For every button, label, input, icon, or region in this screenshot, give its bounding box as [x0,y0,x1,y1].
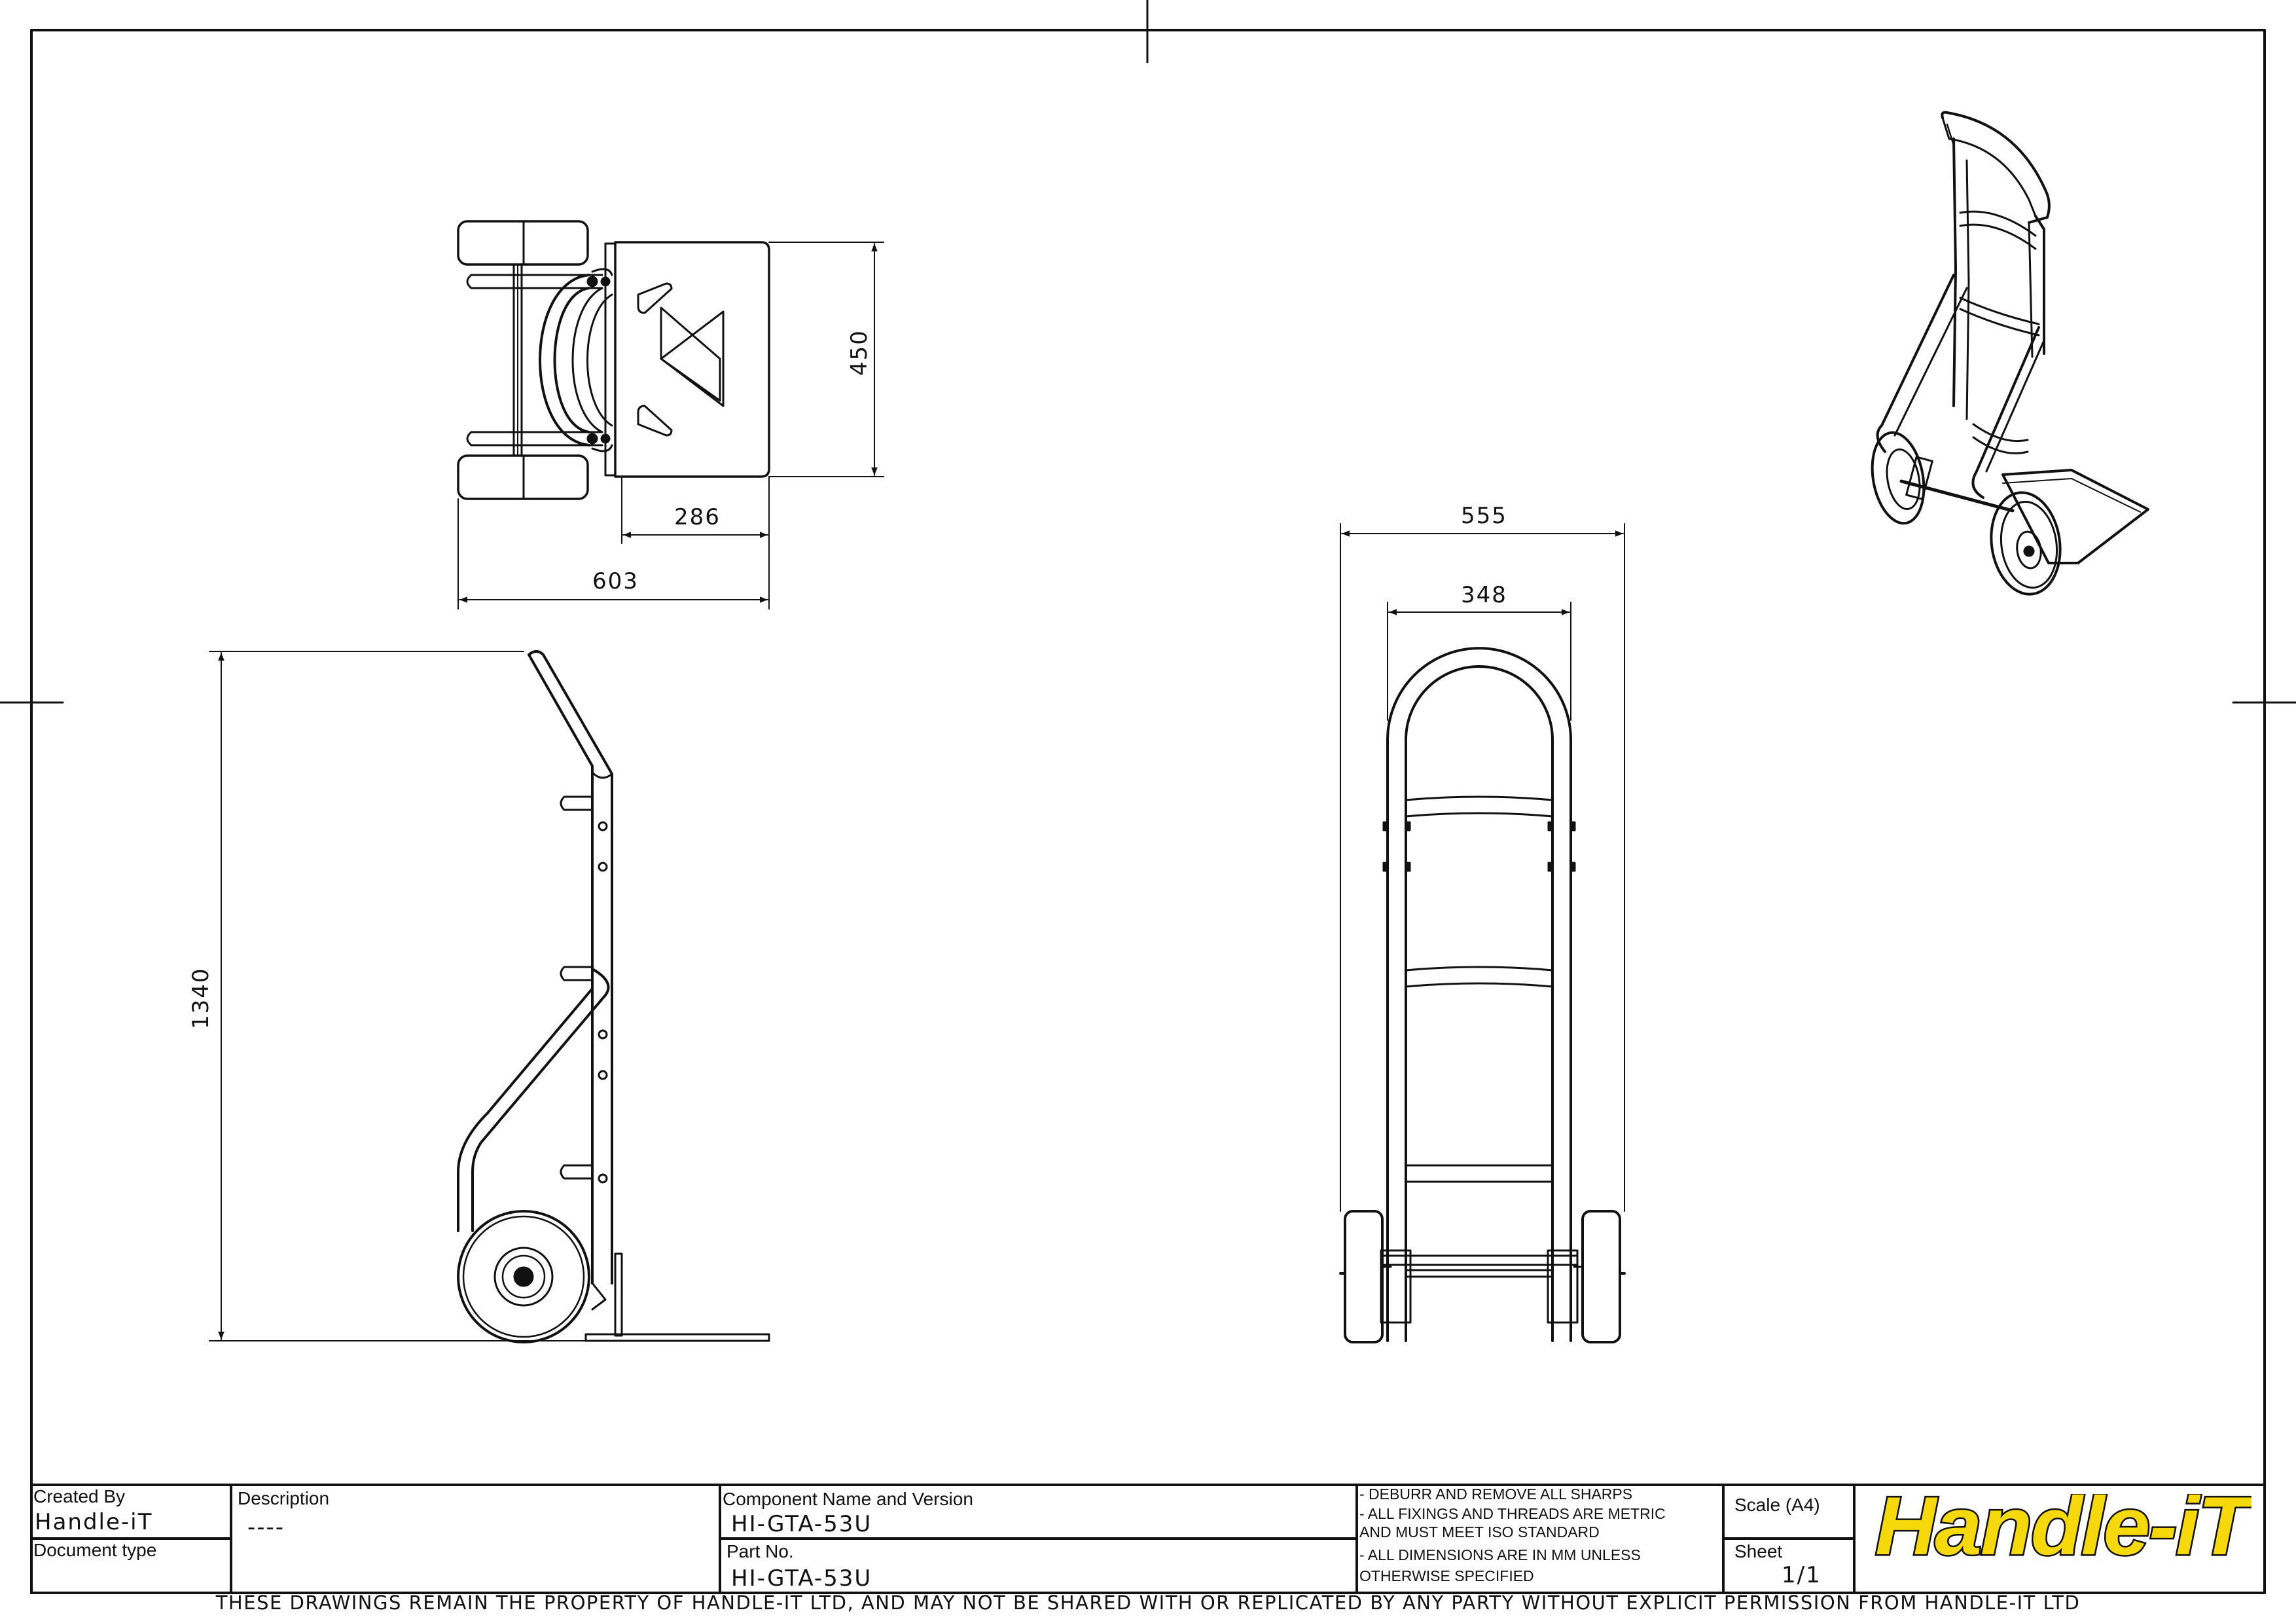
note-line-3: AND MUST MEET ISO STANDARD [1359,1523,1600,1541]
side-view-dimensions [209,651,586,1341]
front-view [1339,647,1626,1343]
dim-top-depth: 450 [846,329,872,376]
note-line-1: - DEBURR AND REMOVE ALL SHARPS [1359,1486,1633,1503]
logo-wordmark: Handle-iT [1875,1494,2251,1558]
isometric-view [1871,111,2149,596]
top-view [457,220,770,500]
ownership-footer: THESE DRAWINGS REMAIN THE PROPERTY OF HA… [215,1592,2081,1614]
component-label: Component Name and Version [723,1489,973,1509]
created-by-label: Created By [33,1486,126,1506]
dim-front-overall-width: 555 [1461,503,1507,529]
dim-side-height: 1340 [188,967,214,1029]
front-view-dimensions [1340,523,1625,1212]
sheet-label: Sheet [1734,1541,1783,1561]
dim-top-plate: 286 [674,504,721,530]
note-line-2: - ALL FIXINGS AND THREADS ARE METRIC [1359,1505,1666,1522]
sheet-value: 1/1 [1782,1562,1821,1588]
document-type-label: Document type [33,1540,157,1560]
top-view-dimensions [457,242,884,610]
part-no-label: Part No. [726,1541,794,1561]
dim-front-inner-width: 348 [1461,582,1507,608]
part-no-value: HI-GTA-53U [731,1565,872,1592]
title-block [30,1484,2266,1594]
created-by-value: Handle-iT [35,1509,153,1535]
note-line-4: - ALL DIMENSIONS ARE IN MM UNLESS [1359,1546,1641,1563]
component-value: HI-GTA-53U [731,1511,872,1537]
side-view [457,650,770,1343]
description-value: ---- [247,1514,285,1541]
description-label: Description [238,1488,330,1508]
dim-top-overall: 603 [592,568,639,594]
handle-it-logo: Handle-iT [1874,1494,2252,1558]
note-line-5: OTHERWISE SPECIFIED [1359,1567,1534,1584]
scale-label: Scale (A4) [1734,1495,1820,1515]
